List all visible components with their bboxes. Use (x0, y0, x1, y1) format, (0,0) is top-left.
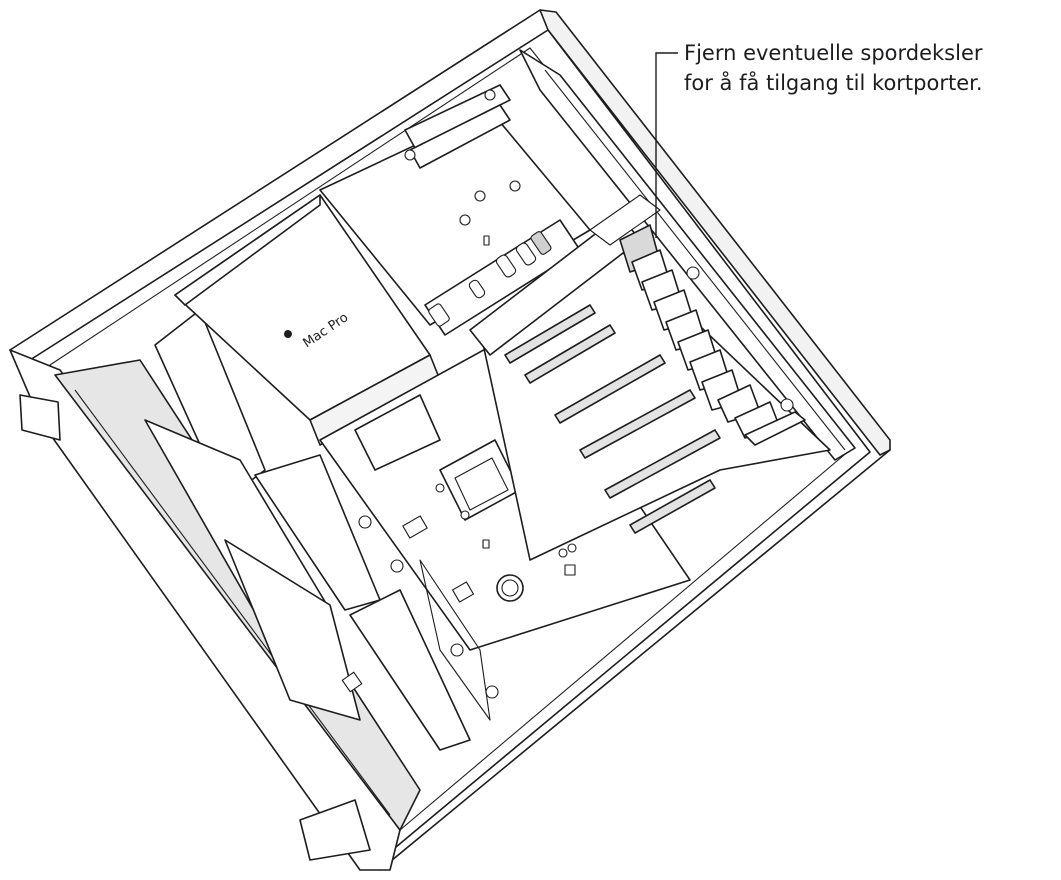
callout-leader (655, 52, 678, 238)
slot-covers (619, 224, 806, 446)
logic-board (319, 329, 691, 721)
apple-logo-icon (284, 330, 292, 338)
callout-line-1: Fjern eventuelle spordeksler (684, 41, 983, 65)
front-handle-panel (9, 349, 421, 871)
mac-pro-cover: Mac Pro (174, 194, 441, 446)
pcie-slots (469, 194, 831, 561)
callout-line-2: for å få tilgang til kortporter. (684, 71, 983, 95)
callout-label: Fjern eventuelle spordeksler for å få ti… (684, 38, 1061, 98)
rear-ribs (404, 84, 511, 169)
drive-bays (144, 309, 471, 751)
